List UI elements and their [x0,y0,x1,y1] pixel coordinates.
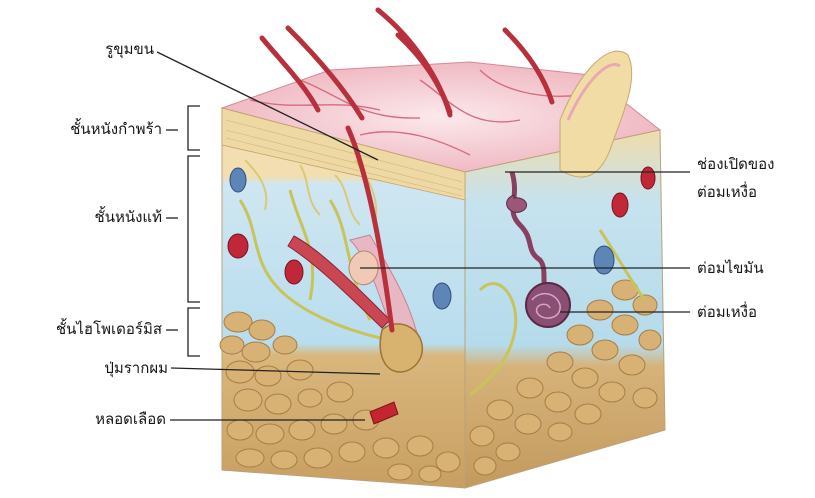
label-hypodermis: ชั้นไฮโพเดอร์มิส [0,320,162,338]
label-sweat-pore-line2: ต่อมเหงื่อ [697,183,812,201]
layer-brackets [188,106,200,356]
label-sweat-gland: ต่อมเหงื่อ [697,303,812,321]
label-sebaceous-gland: ต่อมไขมัน [697,259,812,277]
label-dermis: ชั้นหนังแท้ [40,208,162,226]
label-epidermis: ชั้นหนังกำพร้า [20,120,162,138]
label-hair-papilla: ปุ่มรากผม [40,359,168,377]
label-sweat-pore-line1: ช่องเปิดของ [697,155,812,173]
hair-bulb [380,324,422,372]
label-blood-vessel: หลอดเลือด [40,410,166,428]
label-hair-pore: รูขุมขน [70,40,154,58]
